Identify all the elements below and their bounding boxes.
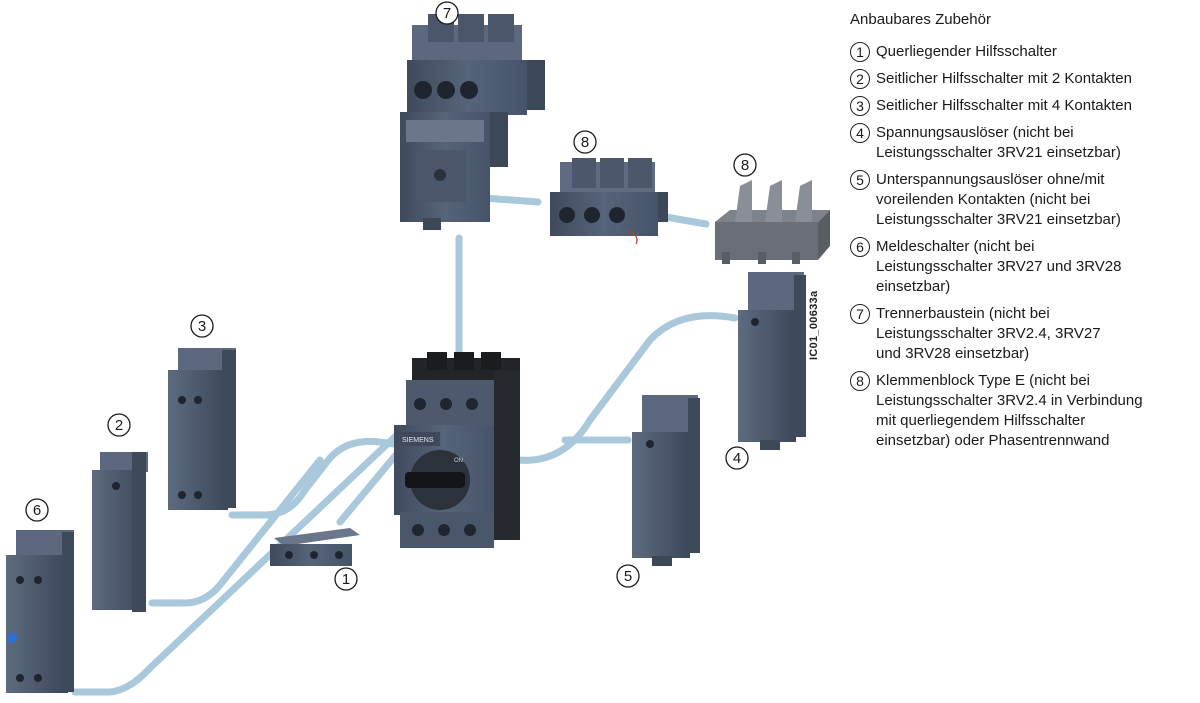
side-aux-switch-4 bbox=[168, 348, 236, 510]
shunt-release-4 bbox=[738, 272, 806, 450]
callouts: 7 8 8 3 2 6 1 5 4 bbox=[25, 1, 757, 591]
rotary-handle bbox=[405, 472, 465, 488]
document-reference: IC01_00633a bbox=[808, 290, 820, 360]
callout-5: 5 bbox=[616, 564, 640, 588]
phase-barrier-8b bbox=[715, 180, 830, 264]
transverse-aux-switch-1 bbox=[270, 528, 360, 566]
brand-label: SIEMENS bbox=[402, 437, 434, 444]
connector-lines bbox=[71, 194, 739, 696]
legend-line: einsetzbar) bbox=[876, 278, 951, 295]
legend-number: 8 bbox=[850, 371, 870, 391]
callout-2: 2 bbox=[107, 413, 131, 437]
svg-text:2: 2 bbox=[115, 417, 123, 434]
terminal-screw bbox=[437, 81, 455, 99]
connector-2-to-breaker bbox=[148, 456, 324, 607]
callout-6: 6 bbox=[25, 498, 49, 522]
legend-line: Querliegender Hilfsschalter bbox=[876, 43, 1057, 60]
legend-line: voreilenden Kontakten (nicht bei bbox=[876, 191, 1091, 208]
legend-line: Klemmenblock Type E (nicht bei bbox=[876, 372, 1090, 389]
legend-line: und 3RV28 einsetzbar) bbox=[876, 345, 1030, 362]
legend-line: Leistungsschalter 3RV27 und 3RV28 bbox=[876, 258, 1122, 275]
legend-text: Seitlicher Hilfsschalter mit 4 Kontakten bbox=[876, 96, 1132, 116]
svg-text:1: 1 bbox=[342, 571, 350, 588]
legend-line: Meldeschalter (nicht bei bbox=[876, 238, 1035, 255]
connector-3-to-breaker bbox=[228, 437, 398, 519]
legend-text: Querliegender Hilfsschalter bbox=[876, 42, 1057, 62]
legend-line: Unterspannungsauslöser ohne/mit bbox=[876, 171, 1105, 188]
svg-text:4: 4 bbox=[733, 450, 741, 467]
legend-line: Leistungsschalter 3RV2.4 in Verbindung bbox=[876, 392, 1143, 409]
legend-number: 4 bbox=[850, 123, 870, 143]
indicator-blue bbox=[7, 633, 17, 643]
callout-7: 7 bbox=[435, 1, 459, 25]
callout-4: 4 bbox=[725, 446, 749, 470]
legend-text: Trennerbaustein (nicht bei Leistungsscha… bbox=[876, 304, 1101, 364]
legend-line: Seitlicher Hilfsschalter mit 2 Kontakten bbox=[876, 70, 1132, 87]
connector-6-to-breaker bbox=[71, 428, 404, 696]
legend-line: Leistungsschalter 3RV2.4, 3RV27 bbox=[876, 325, 1101, 342]
side-aux-switch-2 bbox=[92, 452, 148, 612]
legend-item: 6 Meldeschalter (nicht bei Leistungsscha… bbox=[850, 237, 1195, 297]
legend-number: 2 bbox=[850, 69, 870, 89]
legend-number: 5 bbox=[850, 170, 870, 190]
connector-breaker-to-4 bbox=[501, 312, 739, 464]
svg-text:3: 3 bbox=[198, 318, 206, 335]
legend-text: Seitlicher Hilfsschalter mit 2 Kontakten bbox=[876, 69, 1132, 89]
svg-text:6: 6 bbox=[33, 502, 41, 519]
legend-line: Seitlicher Hilfsschalter mit 4 Kontakten bbox=[876, 97, 1132, 114]
legend-line: Leistungsschalter 3RV21 einsetzbar) bbox=[876, 211, 1121, 228]
legend-text: Klemmenblock Type E (nicht bei Leistungs… bbox=[876, 371, 1143, 451]
callout-3: 3 bbox=[190, 314, 214, 338]
terminal-screw bbox=[460, 81, 478, 99]
svg-text:7: 7 bbox=[443, 5, 451, 22]
legend-line: Trennerbaustein (nicht bei bbox=[876, 305, 1050, 322]
legend-text: Unterspannungsauslöser ohne/mit voreilen… bbox=[876, 170, 1121, 230]
terminal-screw bbox=[414, 81, 432, 99]
signal-switch-6 bbox=[6, 530, 74, 693]
isolator-module-7 bbox=[400, 14, 545, 230]
callout-8b: 8 bbox=[733, 153, 757, 177]
svg-text:8: 8 bbox=[741, 157, 749, 174]
on-label: ON bbox=[454, 458, 463, 464]
legend-text: Meldeschalter (nicht bei Leistungsschalt… bbox=[876, 237, 1121, 297]
legend-item: 8 Klemmenblock Type E (nicht bei Leistun… bbox=[850, 371, 1195, 451]
legend-line: Spannungsauslöser (nicht bei bbox=[876, 124, 1074, 141]
legend-line: einsetzbar) oder Phasentrennwand bbox=[876, 432, 1110, 449]
terminal-block-8a bbox=[550, 158, 668, 245]
circuit-breaker: SIEMENS ON bbox=[394, 352, 520, 548]
accessory-legend: Anbaubares Zubehör 1 Querliegender Hilfs… bbox=[850, 10, 1195, 458]
connector-7-to-8a bbox=[480, 194, 542, 206]
legend-number: 1 bbox=[850, 42, 870, 62]
legend-item: 7 Trennerbaustein (nicht bei Leistungssc… bbox=[850, 304, 1195, 364]
legend-item: 2 Seitlicher Hilfsschalter mit 2 Kontakt… bbox=[850, 69, 1195, 89]
legend-item: 3 Seitlicher Hilfsschalter mit 4 Kontakt… bbox=[850, 96, 1195, 116]
svg-text:8: 8 bbox=[581, 134, 589, 151]
legend-line: Leistungsschalter 3RV21 einsetzbar) bbox=[876, 144, 1121, 161]
legend-item: 4 Spannungsauslöser (nicht bei Leistungs… bbox=[850, 123, 1195, 163]
legend-number: 3 bbox=[850, 96, 870, 116]
undervoltage-release-5 bbox=[632, 395, 700, 566]
legend-line: mit querliegendem Hilfsschalter bbox=[876, 412, 1086, 429]
callout-8a: 8 bbox=[573, 130, 597, 154]
legend-text: Spannungsauslöser (nicht bei Leistungssc… bbox=[876, 123, 1121, 163]
legend-item: 1 Querliegender Hilfsschalter bbox=[850, 42, 1195, 62]
svg-text:5: 5 bbox=[624, 568, 632, 585]
legend-title: Anbaubares Zubehör bbox=[850, 11, 991, 28]
legend-number: 7 bbox=[850, 304, 870, 324]
legend-item: 5 Unterspannungsauslöser ohne/mit voreil… bbox=[850, 170, 1195, 230]
legend-number: 6 bbox=[850, 237, 870, 257]
callout-1: 1 bbox=[334, 567, 358, 591]
